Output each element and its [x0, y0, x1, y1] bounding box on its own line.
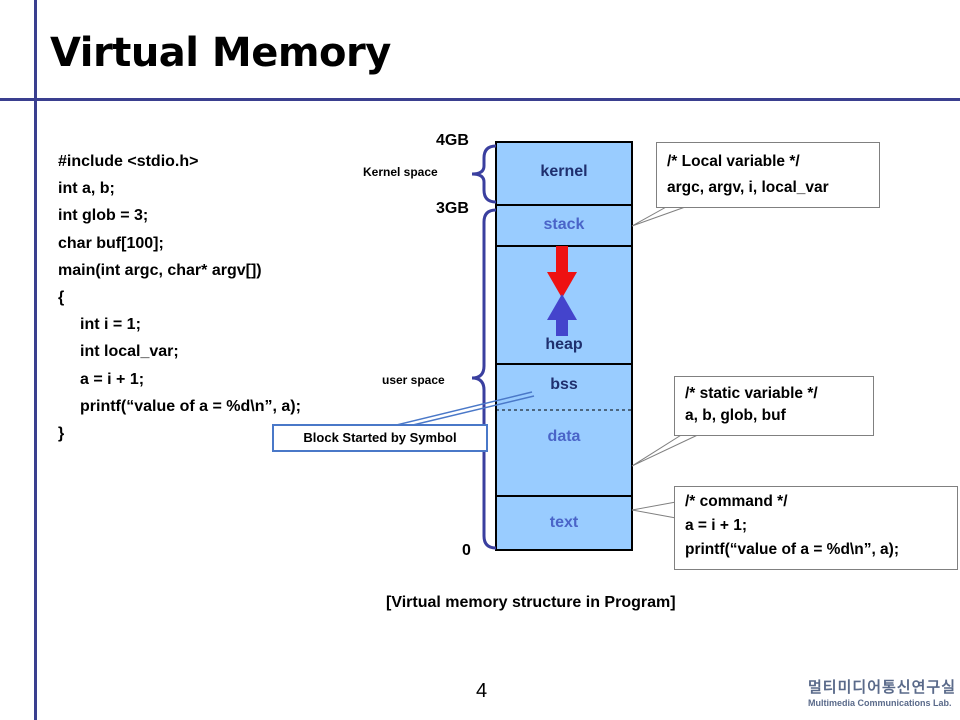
local-note-pointer [631, 205, 689, 227]
stack-grow-arrow [547, 246, 577, 298]
bss-callout: Block Started by Symbol [272, 424, 488, 452]
local-note-heading: /* Local variable */ [667, 153, 800, 170]
static-note-pointer [631, 431, 705, 467]
segment-heap: heap [545, 336, 583, 353]
address-3gb: 3GB [436, 200, 469, 217]
segment-kernel: kernel [540, 163, 588, 180]
command-note-pointer [631, 501, 677, 519]
command-note-line: printf(“value of a = %d\n”, a); [685, 541, 900, 558]
heap-grow-arrow [547, 294, 577, 336]
code-line: } [58, 424, 65, 442]
address-zero: 0 [462, 542, 471, 559]
static-note-heading: /* static variable */ [685, 385, 818, 402]
static-note-vars: a, b, glob, buf [685, 407, 786, 424]
local-note-vars: argc, argv, i, local_var [667, 179, 829, 196]
segment-data: data [547, 428, 581, 445]
segment-bss: bss [550, 376, 578, 393]
kernel-space-brace [471, 144, 497, 204]
page-number: 4 [476, 680, 488, 702]
code-line: a = i + 1; [80, 370, 145, 388]
header-rule [0, 98, 960, 101]
local-variable-note: /* Local variable */ argc, argv, i, loca… [656, 142, 880, 208]
code-line: int i = 1; [80, 316, 141, 334]
lab-logo-korean: 멀티미디어통신연구실 [808, 679, 957, 696]
address-4gb: 4GB [436, 132, 469, 149]
code-line: int local_var; [80, 343, 179, 361]
slide-title: Virtual Memory [50, 30, 391, 76]
code-line: char buf[100]; [58, 234, 164, 252]
static-variable-note: /* static variable */ a, b, glob, buf [674, 376, 874, 436]
code-line: #include <stdio.h> [58, 153, 199, 170]
command-note-line: a = i + 1; [685, 517, 748, 534]
left-rule [34, 0, 37, 720]
code-listing: #include <stdio.h> int a, b; int glob = … [58, 148, 301, 447]
command-note: /* command */ a = i + 1; printf(“value o… [674, 486, 958, 570]
command-note-heading: /* command */ [685, 493, 788, 510]
user-space-label: user space [382, 373, 445, 387]
code-line: printf(“value of a = %d\n”, a); [80, 397, 301, 415]
bss-pointer-line [375, 391, 533, 431]
code-line: main(int argc, char* argv[]) [58, 261, 262, 279]
memory-column [495, 141, 633, 551]
segment-text: text [549, 514, 579, 531]
segment-stack: stack [543, 216, 585, 233]
user-space-brace [471, 208, 497, 550]
lab-logo-english: Multimedia Communications Lab. [808, 698, 952, 708]
kernel-space-label: Kernel space [363, 165, 438, 179]
figure-caption: [Virtual memory structure in Program] [386, 594, 676, 611]
code-line: int glob = 3; [58, 207, 149, 225]
code-line: { [58, 288, 65, 306]
code-line: int a, b; [58, 180, 115, 198]
